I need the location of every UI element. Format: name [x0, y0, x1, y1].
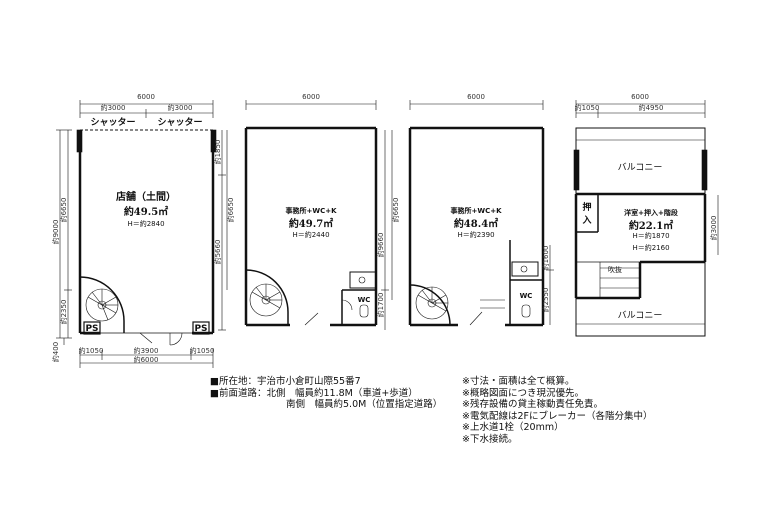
floor1-top-right: 約3000: [168, 103, 193, 112]
floor4-right-dim: 約3000: [709, 216, 718, 241]
floor1-bottom-mid: 約3900: [134, 346, 159, 355]
floor1-shutter-left: シャッター: [90, 116, 135, 128]
floor3-room-name: 事務所+WC+K: [450, 206, 502, 215]
floor4-oshiire-1: 押: [582, 201, 591, 213]
floor2-room-area: 約49.7㎡: [289, 217, 333, 230]
floor3-room-height: H＝約2390: [457, 230, 494, 239]
note-2: ※概略図面につき現況優先。: [462, 387, 584, 399]
floor4-top-total: 6000: [631, 93, 649, 101]
floor3-left-upper: 約6650: [391, 198, 400, 223]
floor1-plan: [56, 100, 226, 368]
note-1: ※寸法・面積は全て概算。: [462, 376, 575, 387]
floor1-left-lower: 約2350: [59, 300, 68, 325]
floor1-shutter-right: シャッター: [157, 116, 202, 128]
floor4-top-left: 約1050: [575, 103, 600, 112]
floor4-top-right: 約4950: [639, 103, 664, 112]
floor1-room-area: 約49.5㎡: [124, 205, 168, 218]
floor3-wc: WC: [520, 292, 533, 300]
road-south: 南側 幅員約5.0M（位置指定道路）: [286, 399, 443, 410]
floor1-ps-right: PS: [194, 324, 207, 334]
floor3-right-lower: 約2550: [541, 288, 550, 313]
floor1-left-total: 約9000: [51, 220, 60, 245]
floor2-wc: WC: [358, 296, 371, 304]
floor4-plan: [573, 100, 719, 337]
floor1-ps-left: PS: [85, 324, 98, 334]
property-info: ■所在地：宇治市小倉町山際55番7 ■前面道路：北側 幅員約11.8M（車道+歩…: [210, 376, 442, 411]
floor2-top-total: 6000: [302, 93, 320, 101]
floor3-plan: [391, 100, 554, 327]
floor2-room-name: 事務所+WC+K: [285, 206, 337, 215]
floor1-bottom-right: 約1050: [190, 346, 215, 355]
floor1-top-total: 6000: [137, 93, 155, 101]
note-6: ※下水接続。: [462, 433, 518, 445]
floor3-top-total: 6000: [467, 93, 485, 101]
floor1-bottom-left: 約1050: [79, 346, 104, 355]
floor1-room-height: H＝約2840: [127, 219, 164, 228]
floor2-room-height: H＝約2440: [292, 230, 329, 239]
floor4-balcony-top: バルコニー: [618, 162, 663, 173]
floor4-room-height1: H＝約1870: [632, 231, 669, 240]
notes-list: ※寸法・面積は全て概算。 ※概略図面につき現況優先。 ※残存設備の貸主稼動責任免…: [462, 376, 652, 445]
floor3-right-upper: 約1600: [541, 246, 550, 271]
floor4-room-height2: H＝約2160: [632, 243, 669, 252]
floor1-room-name: 店舗（土間）: [116, 190, 176, 203]
floor1-right-upper: 約1850: [213, 140, 222, 165]
floor1-bottom-total: 約6000: [134, 355, 159, 364]
road-north: ■前面道路：北側 幅員約11.8M（車道+歩道）: [210, 387, 418, 399]
floor4-fukinuke: 吹抜: [608, 265, 622, 274]
note-3: ※残存設備の貸主稼動責任免責。: [462, 399, 603, 410]
floor1-left-offset: 約400: [51, 342, 60, 362]
floor2-right-upper: 約9660: [376, 233, 385, 258]
floor2-plan: [226, 100, 389, 330]
floor4-balcony-bottom: バルコニー: [618, 310, 663, 321]
address: ■所在地：宇治市小倉町山際55番7: [210, 376, 361, 387]
note-4: ※電気配線は2Fにブレーカー（各階分集中）: [462, 410, 653, 422]
floor4-room-area: 約22.1㎡: [629, 219, 673, 232]
note-5: ※上水道1栓（20mm）: [462, 422, 564, 433]
floor3-room-area: 約48.4㎡: [454, 217, 498, 230]
floor1-top-left: 約3000: [101, 103, 126, 112]
floor4-room-name: 洋室+押入+階段: [624, 208, 678, 217]
floor4-oshiire-2: 入: [581, 215, 591, 226]
floor2-right-lower: 約1700: [376, 293, 385, 318]
floor2-left-upper: 約6650: [226, 198, 235, 223]
floor1-right-lower: 約5660: [213, 240, 222, 265]
floor1-left-upper: 約6650: [59, 198, 68, 223]
